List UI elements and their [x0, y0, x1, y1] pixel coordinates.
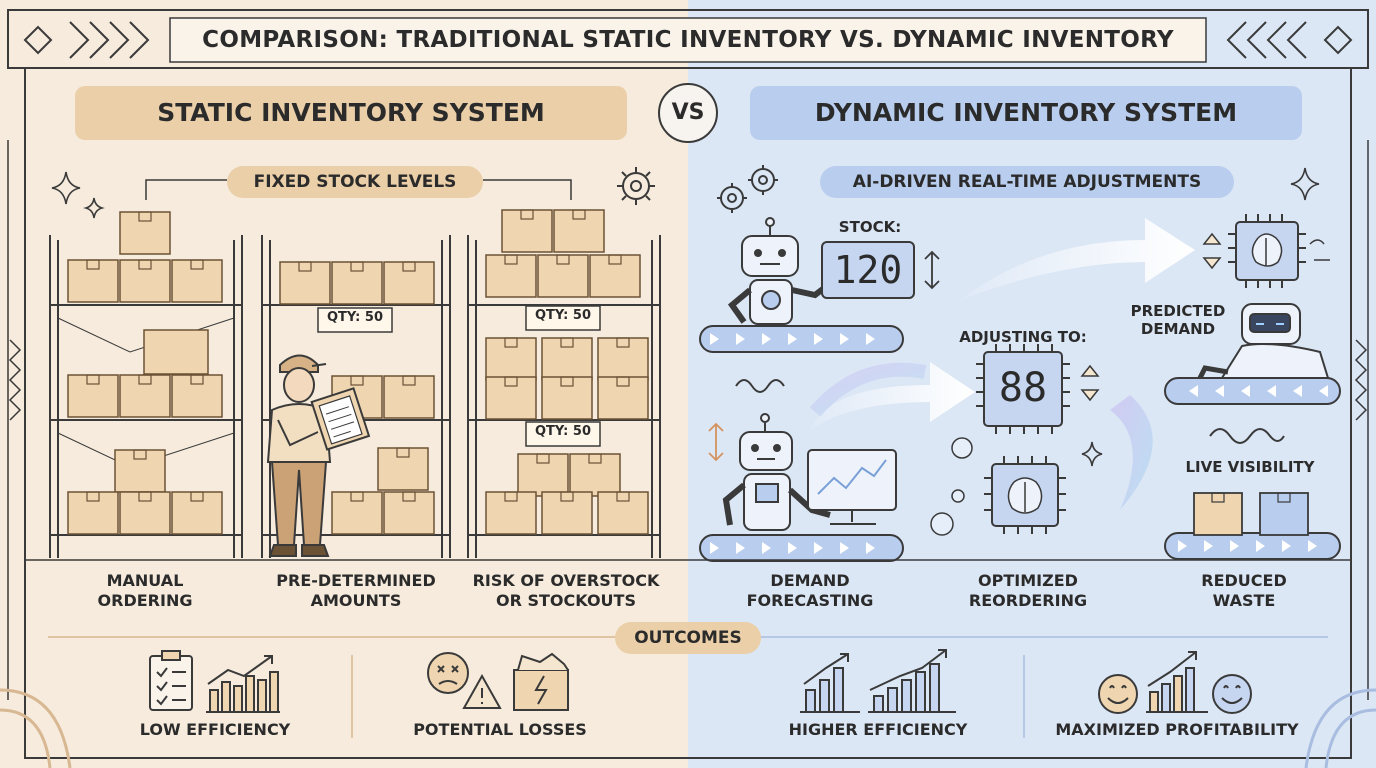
flow-arrow [810, 362, 975, 430]
up-down-arrows-icon [1080, 364, 1100, 402]
dynamic-subheader: AI-DRIVEN REAL-TIME ADJUSTMENTS [852, 172, 1202, 192]
stock-display [821, 241, 915, 299]
static-subheader: FIXED STOCK LEVELS [253, 172, 457, 192]
static-header-box [75, 86, 627, 140]
vs-label: VS [671, 100, 705, 125]
sparkle-icon [51, 171, 81, 205]
frown-face-icon [427, 652, 469, 694]
brain-chip-icon [1228, 214, 1306, 288]
chip-display [976, 344, 1070, 434]
adjust-label: ADJUSTING TO: [959, 328, 1087, 346]
outcome-item: LOW EFFICIENCY [139, 720, 291, 739]
conveyor-belt [1164, 377, 1341, 405]
stock-value: 120 [833, 248, 903, 292]
outcome-item: HIGHER EFFICIENCY [788, 720, 968, 739]
bar-chart-icon [206, 655, 280, 713]
flow-arrow [960, 218, 1195, 300]
robot-arm-illustration [727, 217, 834, 325]
gears-icon [717, 165, 778, 213]
monitor-chart-icon [807, 449, 897, 525]
qty-label: QTY: 50 [534, 308, 592, 323]
qty-label: QTY: 50 [534, 424, 592, 439]
title-banner [169, 17, 1207, 63]
robot-illustration [722, 413, 831, 531]
warning-icon [462, 673, 502, 709]
profit-chart-icon [1146, 651, 1208, 713]
vs-circle [658, 83, 718, 143]
gear-icon [617, 167, 655, 205]
live-visibility-label: LIVE VISIBILITY [1185, 458, 1315, 476]
growth-chart-icon [800, 649, 956, 713]
conveyor-belt [699, 325, 904, 353]
robot-illustration [1197, 303, 1330, 380]
diamond-icon [1323, 25, 1353, 55]
conveyor-belt [699, 534, 904, 562]
predicted-demand-label: PREDICTED DEMAND [1130, 302, 1226, 338]
checklist-icon [149, 650, 193, 711]
broken-box-icon [513, 652, 569, 711]
worker-illustration [266, 354, 371, 557]
sparkle-icon [1290, 167, 1320, 201]
stock-label: STOCK: [838, 218, 902, 236]
box-icon [1193, 492, 1243, 536]
up-down-arrows-icon [924, 250, 940, 290]
dynamic-header-box [750, 86, 1302, 140]
page-title: COMPARISON: TRADITIONAL STATIC INVENTORY… [202, 27, 1174, 53]
conveyor-belt [1164, 532, 1341, 560]
box-icon [1259, 492, 1309, 536]
diamond-icon [23, 25, 53, 55]
outcome-item: POTENTIAL LOSSES [413, 720, 587, 739]
static-shelves [49, 209, 661, 558]
outcome-item: MAXIMIZED PROFITABILITY [1055, 720, 1299, 739]
outcomes-label: OUTCOMES [634, 628, 742, 648]
dynamic-header: DYNAMIC INVENTORY SYSTEM [814, 98, 1238, 127]
static-header: STATIC INVENTORY SYSTEM [157, 98, 545, 127]
brain-chip-icon [984, 456, 1066, 534]
qty-label: QTY: 50 [326, 310, 384, 325]
smile-face-icon [1098, 674, 1252, 714]
adjust-value: 88 [998, 365, 1048, 411]
